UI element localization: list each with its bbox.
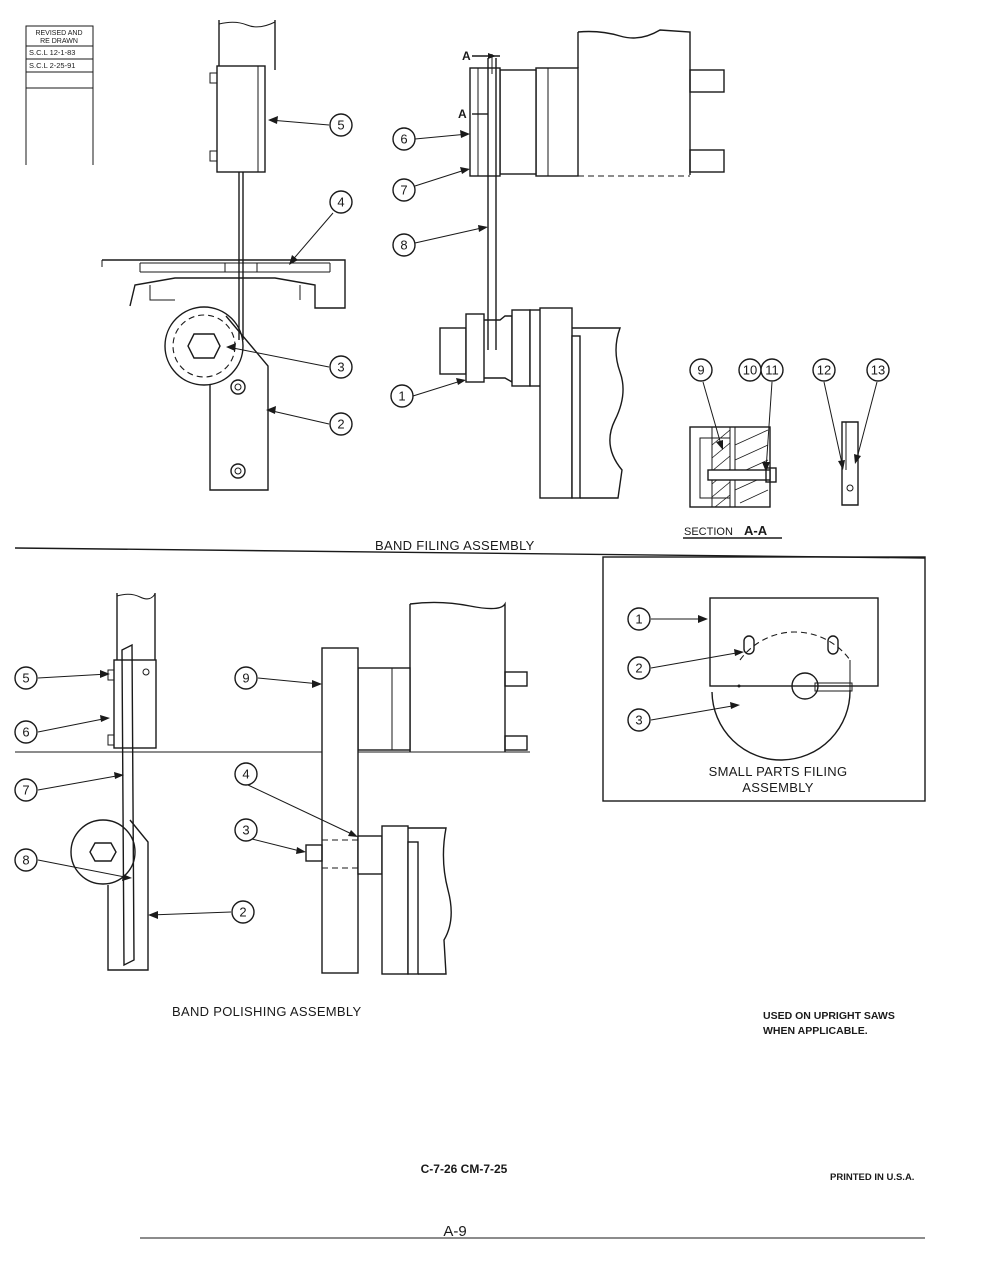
callout-filing-3: 3 <box>329 355 353 379</box>
svg-text:9: 9 <box>242 671 249 686</box>
svg-text:3: 3 <box>635 713 642 728</box>
cut-mark-bottom: A <box>458 107 467 121</box>
svg-text:9: 9 <box>697 363 704 378</box>
callout-filing-13: 13 <box>866 358 890 382</box>
svg-text:12: 12 <box>817 363 831 378</box>
callout-filing-5: 5 <box>329 113 353 137</box>
callout-polishing-2: 2 <box>231 900 255 924</box>
small-parts-frame <box>602 556 926 802</box>
svg-text:10: 10 <box>743 363 757 378</box>
svg-text:4: 4 <box>242 767 249 782</box>
callout-polishing-5: 9 <box>234 666 258 690</box>
section-a-a-view: SECTION A-A <box>683 421 859 539</box>
leader-lines <box>37 116 878 919</box>
band-filing-front-view: A A <box>439 29 725 499</box>
svg-text:2: 2 <box>635 661 642 676</box>
svg-text:2: 2 <box>239 905 246 920</box>
svg-text:5: 5 <box>22 671 29 686</box>
callout-polishing-4: 4 <box>234 762 258 786</box>
svg-text:5: 5 <box>337 118 344 133</box>
part-numbers: C-7-26 CM-7-25 <box>421 1162 508 1176</box>
callout-filing-9: 9 <box>689 358 713 382</box>
svg-text:3: 3 <box>242 823 249 838</box>
callout-polishing-9: 8 <box>14 848 38 872</box>
callout-filing-6: 6 <box>392 127 416 151</box>
section-letters: A-A <box>744 523 768 538</box>
revision-block: REVISED AND RE DRAWN S.C.L 12-1-83 S.C.L… <box>25 25 94 165</box>
band-filing-title: BAND FILING ASSEMBLY <box>375 538 535 553</box>
callouts: 5 4 3 2 6 7 8 1 9 10 11 12 13 5 6 7 8 2 … <box>14 113 890 924</box>
callout-polishing-7: 6 <box>14 720 38 744</box>
revision-line-2: RE DRAWN <box>40 38 78 45</box>
callout-filing-4: 4 <box>329 190 353 214</box>
svg-text:4: 4 <box>337 195 344 210</box>
small-parts-filing-view <box>709 597 879 761</box>
callout-filing-12: 12 <box>812 358 836 382</box>
callout-filing-8: 8 <box>392 233 416 257</box>
svg-text:2: 2 <box>337 417 344 432</box>
svg-text:13: 13 <box>871 363 885 378</box>
callout-small-2: 2 <box>627 656 651 680</box>
svg-text:11: 11 <box>765 363 779 378</box>
svg-text:1: 1 <box>635 612 642 627</box>
svg-text:8: 8 <box>22 853 29 868</box>
revision-line-3: S.C.L 12-1-83 <box>29 48 75 57</box>
callout-polishing-3: 3 <box>234 818 258 842</box>
callout-small-1: 1 <box>627 607 651 631</box>
band-polishing-title: BAND POLISHING ASSEMBLY <box>172 1004 361 1019</box>
callout-small-3: 3 <box>627 708 651 732</box>
callout-polishing-8: 7 <box>14 778 38 802</box>
section-label: SECTION <box>684 526 733 538</box>
usage-note-line1: USED ON UPRIGHT SAWS <box>763 1010 895 1022</box>
callout-filing-7: 7 <box>392 178 416 202</box>
revision-line-4: S.C.L 2-25-91 <box>29 61 75 70</box>
callout-filing-11: 11 <box>760 358 784 382</box>
band-polishing-front-view <box>305 601 528 975</box>
revision-line-1: REVISED AND <box>35 30 82 37</box>
svg-text:6: 6 <box>400 132 407 147</box>
small-parts-title-line2: ASSEMBLY <box>742 780 814 795</box>
callout-filing-10: 10 <box>738 358 762 382</box>
printed-in-usa: PRINTED IN U.S.A. <box>830 1172 914 1183</box>
callout-filing-2: 2 <box>329 412 353 436</box>
cut-mark-top: A <box>462 49 471 63</box>
callout-filing-1: 1 <box>390 384 414 408</box>
svg-text:1: 1 <box>398 389 405 404</box>
svg-text:3: 3 <box>337 360 344 375</box>
svg-text:7: 7 <box>400 183 407 198</box>
page-number: A-9 <box>443 1223 466 1240</box>
usage-note-line2: WHEN APPLICABLE. <box>763 1025 868 1037</box>
small-parts-title-line1: SMALL PARTS FILING <box>709 764 848 779</box>
band-polishing-side-view <box>70 593 157 971</box>
callout-polishing-6: 5 <box>14 666 38 690</box>
svg-text:8: 8 <box>400 238 407 253</box>
band-filing-side-view <box>101 20 346 491</box>
svg-text:6: 6 <box>22 725 29 740</box>
svg-text:7: 7 <box>22 783 29 798</box>
